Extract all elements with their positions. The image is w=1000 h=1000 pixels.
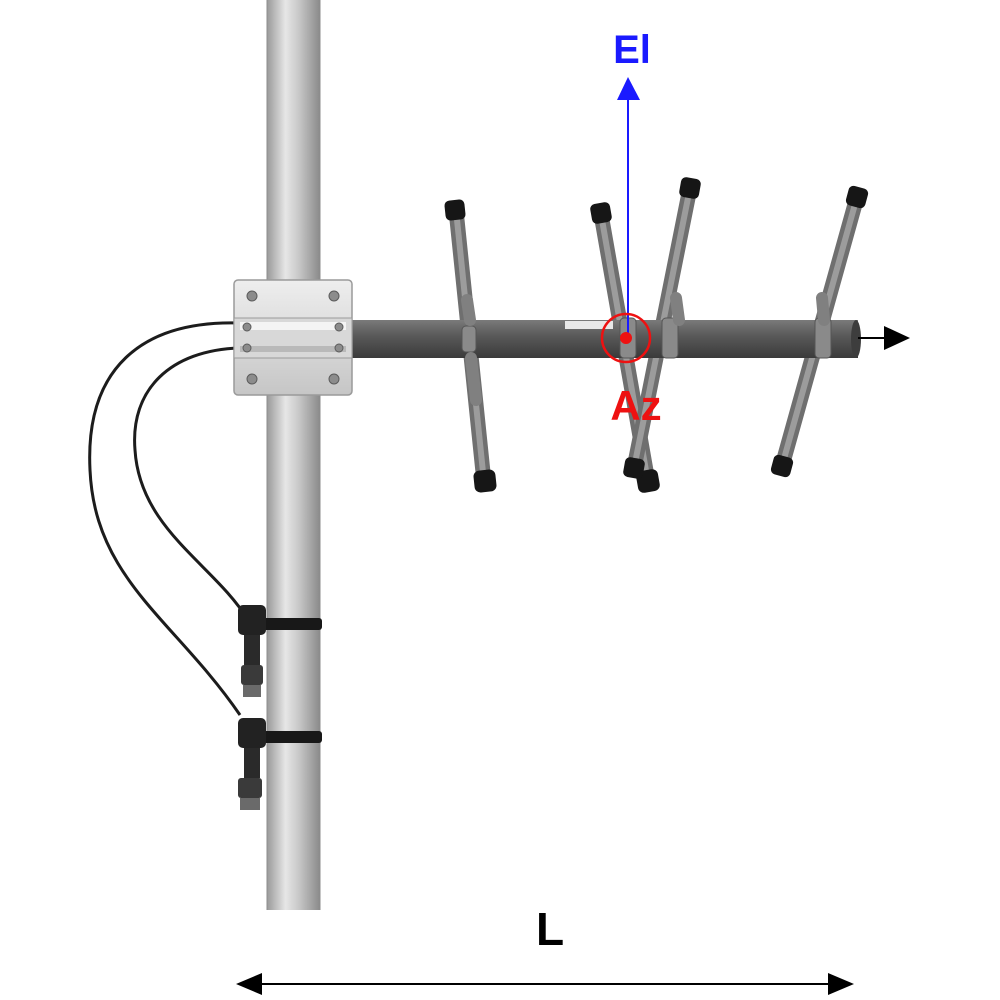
bracket-bolts: [242, 290, 344, 385]
coax-cable-outer: [88, 321, 242, 716]
element-mounts: [461, 317, 832, 359]
element-end-caps: [444, 177, 869, 493]
length-label: L: [536, 903, 564, 955]
antenna-boom: [315, 320, 861, 358]
azimuth-label: Az: [610, 382, 661, 429]
mounting-bracket: [233, 279, 353, 396]
mast-pole: [266, 0, 321, 910]
coax-cables: [88, 321, 250, 716]
cable-clamps: [238, 605, 322, 748]
boom-axis-arrow: [858, 326, 910, 350]
coax-connectors: [238, 635, 263, 810]
elevation-label: El: [613, 28, 651, 72]
boom-label-sticker: [565, 321, 613, 329]
length-dimension-arrow: [236, 973, 854, 995]
azimuth-pivot-marker: [600, 312, 652, 364]
coax-cable-inner: [133, 346, 250, 621]
yagi-elements-front: [461, 292, 830, 406]
elevation-axis: [617, 77, 640, 338]
